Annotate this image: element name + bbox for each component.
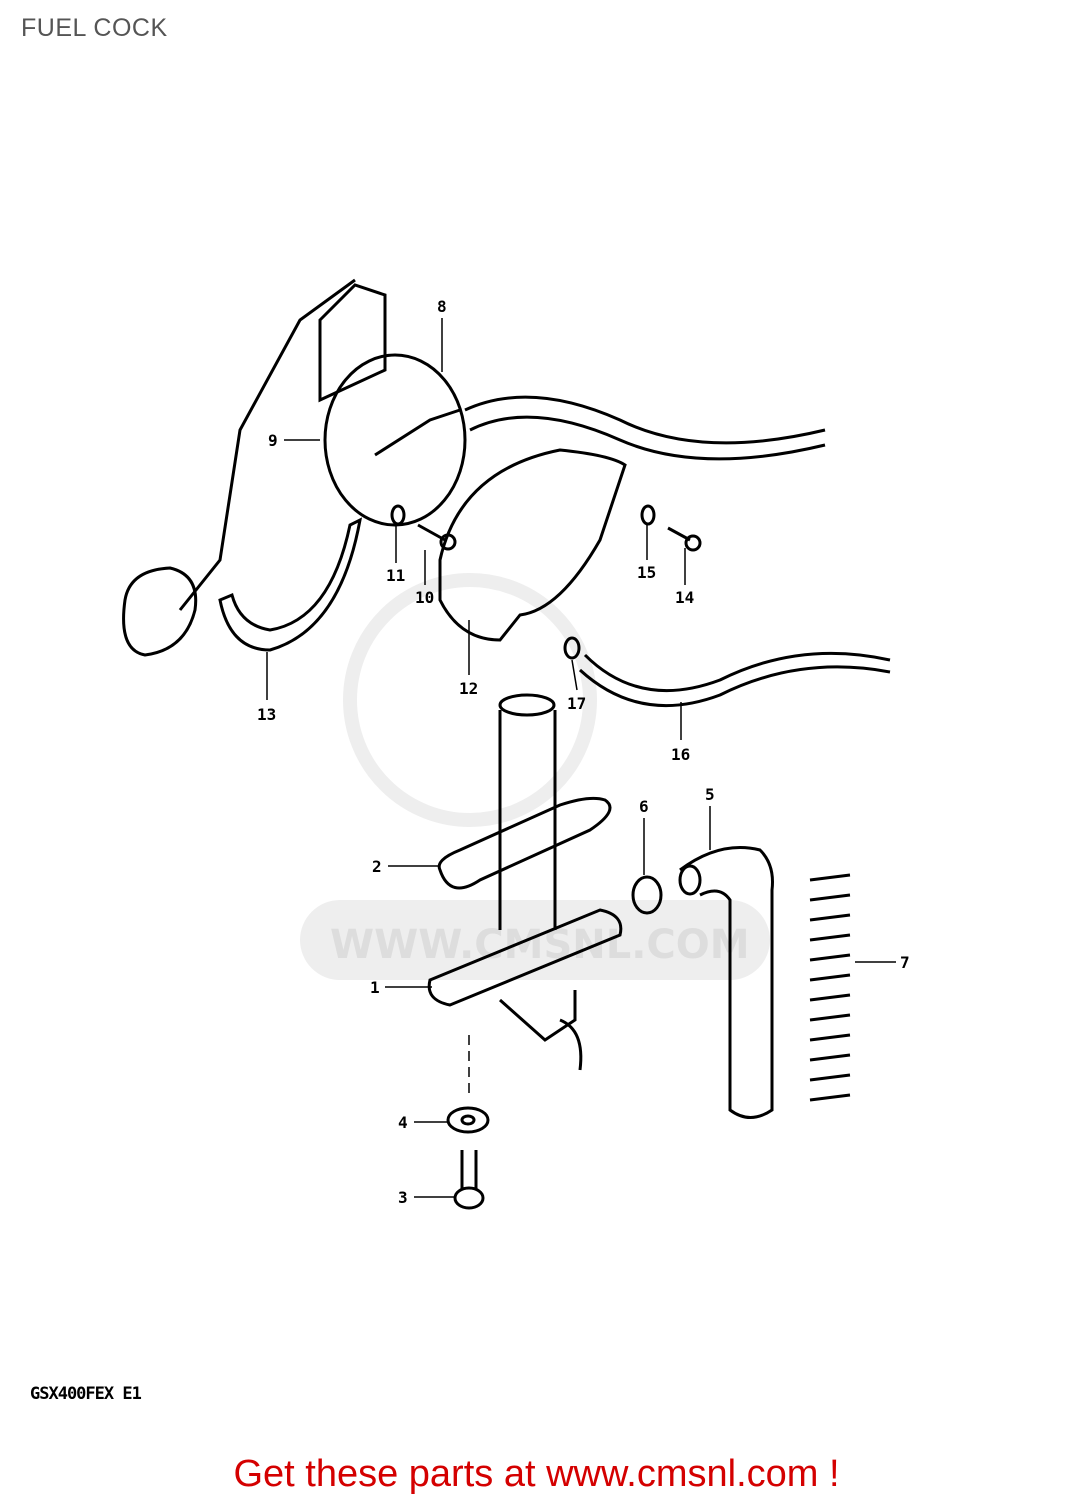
callout-17: 17 (567, 694, 586, 713)
callout-9: 9 (268, 431, 278, 450)
page-title: FUEL COCK (21, 14, 168, 42)
part-1-fuel-cock (427, 693, 623, 1071)
callout-13: 13 (257, 705, 276, 724)
callout-3: 3 (398, 1188, 408, 1207)
part-17-o-ring (563, 636, 581, 660)
part-6-clamp (631, 875, 663, 915)
part-12-cover (438, 448, 627, 642)
callout-16: 16 (671, 745, 690, 764)
part-11-washer (390, 504, 406, 526)
part-16-hose (578, 651, 891, 708)
watermark: WWW.CMSNL.COM (300, 573, 770, 980)
callout-leaders (266, 318, 896, 1198)
part-10-screw (417, 523, 457, 551)
part-14-screw (667, 526, 702, 552)
promo-link[interactable]: Get these parts at www.cmsnl.com ! (233, 1453, 840, 1495)
callout-4: 4 (398, 1113, 408, 1132)
callout-12: 12 (459, 679, 478, 698)
model-code: GSX400FEX E1 (30, 1384, 142, 1404)
callout-5: 5 (705, 785, 715, 804)
callout-2: 2 (372, 857, 382, 876)
part-5-hose (678, 846, 774, 1119)
callout-10: 10 (415, 588, 434, 607)
part-8-hose (464, 395, 826, 461)
part-4-washer (446, 1106, 490, 1134)
part-15-washer (640, 504, 656, 526)
callout-11: 11 (386, 566, 405, 585)
svg-text:WWW.CMSNL.COM: WWW.CMSNL.COM (330, 922, 750, 968)
part-9-fuel-level-sender (122, 278, 467, 657)
callout-8: 8 (437, 297, 447, 316)
callout-1: 1 (370, 978, 380, 997)
part-2-o-ring (437, 796, 612, 890)
callout-14: 14 (675, 588, 694, 607)
part-7-spring (809, 873, 851, 1102)
callout-labels: 1 2 3 4 5 6 7 8 9 10 11 12 13 14 15 16 1… (257, 297, 910, 1207)
part-13-gasket (218, 517, 363, 652)
part-3-bolt (453, 1150, 485, 1210)
callout-7: 7 (900, 953, 910, 972)
callout-15: 15 (637, 563, 656, 582)
callout-6: 6 (639, 797, 649, 816)
